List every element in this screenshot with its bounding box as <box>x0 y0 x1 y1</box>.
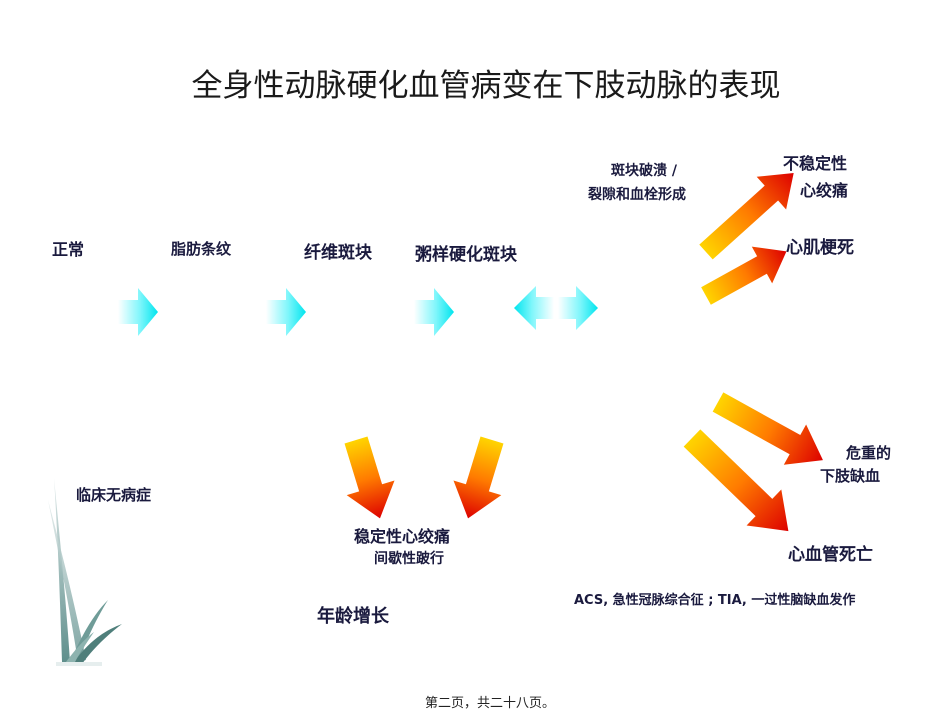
rupture-label-line2: 裂隙和血栓形成 <box>588 187 686 203</box>
label-asymptomatic: 临床无病症 <box>76 486 152 504</box>
rupture-label-line1: 斑块破溃 / <box>611 163 677 179</box>
arrow-to-unstable-angina <box>699 173 794 260</box>
bidirectional-arrow-right <box>558 286 598 330</box>
progress-arrow-3 <box>414 288 454 336</box>
arrow-down-right <box>453 436 504 519</box>
abbreviation-note: ACS, 急性冠脉综合征 ; TIA, 一过性脑缺血发作 <box>574 593 856 608</box>
outcome-unstable-angina-line2: 心绞痛 <box>800 181 849 200</box>
label-stable-angina: 稳定性心绞痛 <box>354 527 451 546</box>
arrow-to-mi <box>701 246 787 305</box>
arrow-down-left <box>344 436 395 519</box>
outcome-critical-limb-line1: 危重的 <box>846 444 892 462</box>
page-title: 全身性动脉硬化血管病变在下肢动脉的表现 <box>191 68 781 104</box>
outcome-mi: 心肌梗死 <box>786 238 854 258</box>
grass-decoration <box>48 478 122 666</box>
page-footer: 第二页，共二十八页。 <box>425 696 556 711</box>
arrow-to-cv-death <box>683 429 789 532</box>
outcome-unstable-angina-line1: 不稳定性 <box>783 154 848 173</box>
progress-arrow-2 <box>266 288 306 336</box>
stage-normal: 正常 <box>52 240 85 259</box>
arrow-to-critical-limb <box>712 392 823 465</box>
label-claudication: 间歇性跛行 <box>374 551 444 567</box>
outcome-critical-limb-line2: 下肢缺血 <box>820 467 881 485</box>
bidirectional-arrow-left <box>514 286 554 330</box>
stage-fatty-streak: 脂肪条纹 <box>171 240 232 258</box>
label-age: 年龄增长 <box>317 606 389 627</box>
outcome-cv-death: 心血管死亡 <box>788 545 873 565</box>
progress-arrow-1 <box>118 288 158 336</box>
stage-atherosclerotic-plaque: 粥样硬化斑块 <box>415 245 517 265</box>
stage-fibrous-plaque: 纤维斑块 <box>304 243 372 263</box>
